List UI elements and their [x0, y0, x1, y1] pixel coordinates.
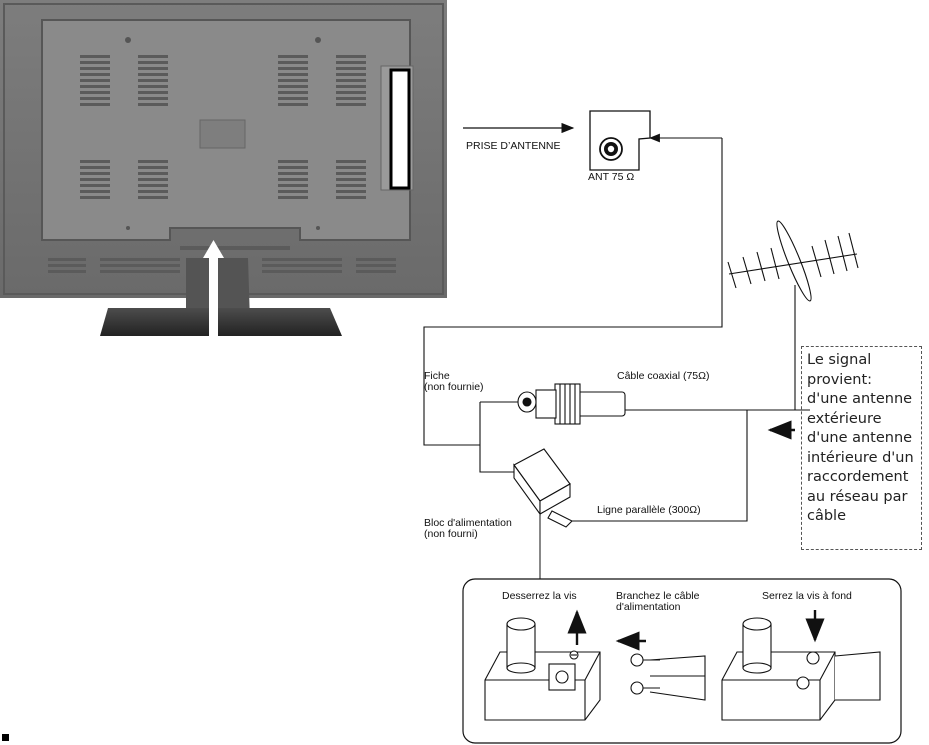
step3-label: Serrez la vis à fond — [762, 590, 852, 602]
signal-line: raccordement — [807, 469, 909, 485]
signal-line: extérieure — [807, 410, 882, 427]
page-marker — [2, 734, 9, 741]
signal-source-box: Le signal provient: d'une antenne extéri… — [801, 346, 922, 550]
terminal-block-3 — [721, 617, 881, 721]
terminal-block-1 — [484, 617, 601, 721]
plug-label: Fiche — [424, 370, 450, 382]
step2-label-line2: d'alimentation — [616, 601, 681, 613]
signal-line: intérieure d'un — [807, 449, 914, 466]
power-block-label: Bloc d'alimentation — [424, 517, 512, 529]
wiring — [423, 133, 810, 522]
power-block-note-label: (non fourni) — [424, 528, 478, 540]
up-arrow-icon — [203, 240, 224, 344]
step1-label: Desserrez la vis — [502, 590, 577, 602]
ant-jack-icon — [589, 110, 651, 171]
power-block-icon — [513, 448, 573, 528]
antenna-icon — [727, 220, 859, 302]
parallel-line-label: Ligne parallèle (300Ω) — [597, 504, 701, 516]
signal-line: Le signal — [807, 352, 872, 368]
signal-line: câble — [807, 508, 847, 524]
coax-cable-label: Câble coaxial (75Ω) — [617, 370, 710, 382]
ant-rating-label: ANT 75 Ω — [588, 171, 635, 183]
cable-lugs-icon — [630, 653, 706, 701]
tv-back-photo — [0, 0, 447, 336]
signal-line: au réseau par — [807, 488, 908, 505]
signal-line: d'une antenne — [807, 391, 913, 407]
antenna-socket-label: PRISE D’ANTENNE — [466, 140, 561, 152]
plug-note-label: (non fournie) — [424, 381, 484, 393]
signal-line: provient: — [807, 371, 873, 388]
coax-plug-icon — [517, 383, 626, 425]
signal-line: d'une antenne — [807, 430, 913, 446]
step2-label-line1: Branchez le câble — [616, 590, 700, 602]
